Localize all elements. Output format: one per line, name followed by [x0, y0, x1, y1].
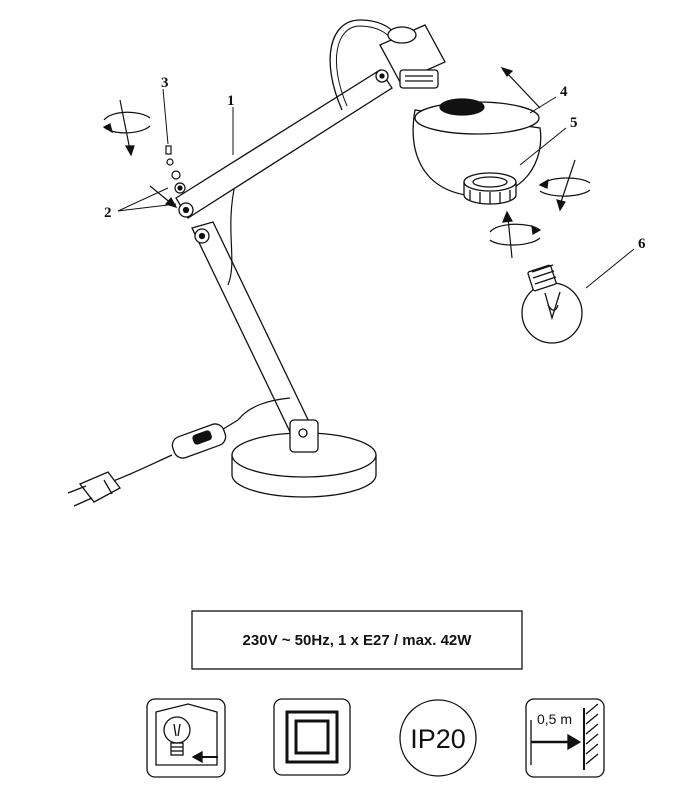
- cable-base: [237, 397, 291, 421]
- callout-5: 5: [570, 115, 578, 131]
- min-distance-wall-icon: [525, 698, 605, 778]
- lamp-shade: [412, 98, 542, 197]
- shade-mount-arrow: [500, 66, 541, 109]
- callout-6: 6: [638, 236, 646, 252]
- cable-lower: [227, 179, 237, 286]
- power-plug: [67, 471, 121, 507]
- spec-box: 230V ~ 50Hz, 1 x E27 / max. 42W: [191, 610, 523, 670]
- callout-2: 2: [104, 205, 112, 221]
- inline-switch: [171, 423, 227, 459]
- bulb-insert-arrow: [502, 210, 513, 259]
- screw-insert-arrow: [149, 185, 178, 208]
- spec-text: 230V ~ 50Hz, 1 x E27 / max. 42W: [243, 632, 473, 649]
- callout-4: 4: [560, 84, 568, 100]
- lamp-indoor-icon: [146, 698, 226, 778]
- light-bulb: [521, 264, 583, 344]
- class-ii-double-square-icon: [273, 698, 351, 776]
- ip-rating-text: IP20: [410, 724, 466, 754]
- cable-top-inner: [335, 25, 395, 107]
- callout-1: 1: [227, 93, 235, 109]
- callout-3: 3: [161, 75, 169, 91]
- lamp-socket: [379, 24, 446, 89]
- shade-ring: [463, 172, 517, 205]
- ring-rotate-icon: [538, 159, 591, 212]
- ip-rating-badge: IP20: [399, 699, 477, 777]
- min-distance-text: 0,5 m: [537, 711, 572, 727]
- lower-arm: [191, 221, 319, 453]
- callout-lines: [117, 88, 635, 289]
- bulb-rotate-icon: [489, 223, 542, 246]
- screw-parts: [165, 145, 186, 194]
- upper-arm: [175, 69, 393, 219]
- screw-rotate-icon: [102, 99, 151, 157]
